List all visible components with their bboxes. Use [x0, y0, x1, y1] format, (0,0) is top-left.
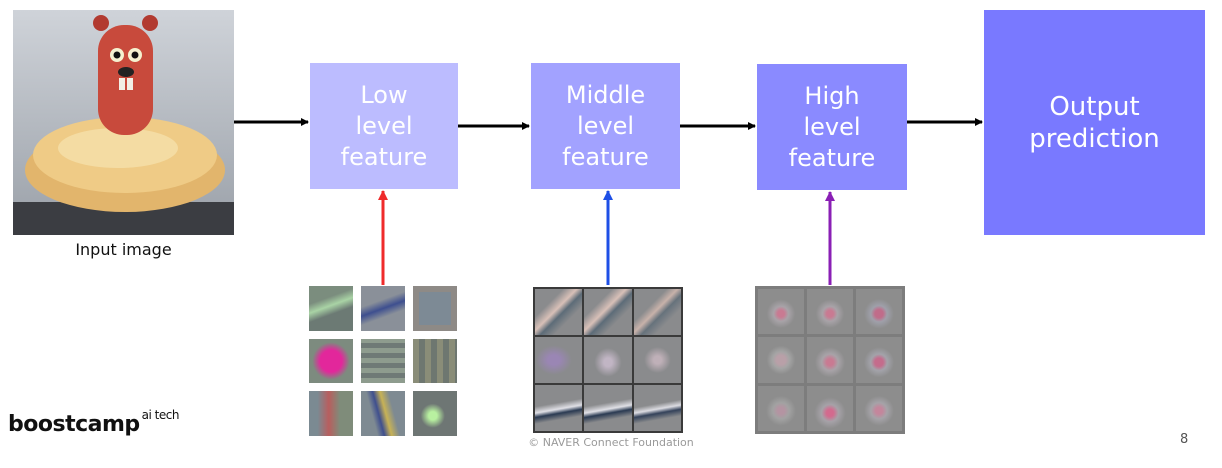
output-prediction-box: Output prediction [984, 10, 1205, 235]
low-filter-tile [413, 286, 457, 331]
low-filter-tile [309, 391, 353, 436]
middle-box-line-3: feature [562, 142, 649, 171]
copyright-footer: © NAVER Connect Foundation [528, 436, 694, 449]
high-filter-tile [807, 385, 853, 431]
middle-filter-tile [584, 289, 632, 335]
low-level-filters-grid [309, 286, 457, 436]
low-filter-tile [413, 338, 457, 384]
high-box-line-2: level [803, 112, 861, 141]
low-filter-tile [361, 338, 405, 384]
high-level-filters-grid [755, 286, 905, 434]
middle-filter-tile [535, 289, 583, 335]
high-level-feature-box: High level feature [757, 64, 907, 190]
output-box-line-2: prediction [1029, 123, 1160, 154]
middle-filter-tile [633, 385, 681, 431]
high-filter-tile [758, 289, 804, 335]
low-box-line-2: level [355, 111, 413, 140]
high-filter-tile [807, 337, 853, 383]
low-filter-tile [413, 391, 457, 436]
middle-box-line-2: level [576, 111, 635, 140]
middle-filter-tile [584, 385, 632, 431]
logo-main-text: boostcamp [8, 412, 140, 437]
high-filter-tile [856, 385, 902, 431]
output-box-line-1: Output [1049, 91, 1140, 122]
middle-filter-tile [633, 289, 681, 335]
middle-filter-tile [535, 385, 583, 431]
middle-filter-tile [584, 337, 632, 383]
high-filter-tile [856, 289, 902, 335]
high-filter-tile [856, 337, 902, 383]
low-filter-tile [361, 391, 405, 436]
page-number: 8 [1180, 432, 1189, 447]
low-level-feature-box: Low level feature [310, 63, 458, 189]
low-filter-tile [309, 338, 353, 384]
middle-filter-tile [535, 337, 583, 383]
low-box-line-3: feature [340, 142, 428, 171]
input-image-caption: Input image [75, 240, 172, 259]
middle-box-line-1: Middle [565, 80, 646, 109]
low-filter-tile [309, 286, 353, 331]
high-filter-tile [758, 385, 804, 431]
middle-level-filters-grid [533, 287, 683, 433]
high-box-line-3: feature [788, 143, 876, 172]
high-filter-tile [807, 289, 853, 335]
high-filter-tile [758, 337, 804, 383]
input-image [13, 10, 234, 235]
middle-level-feature-box: Middle level feature [531, 63, 680, 189]
high-box-line-1: High [804, 81, 860, 110]
logo-sup-text: ai tech [141, 408, 180, 422]
middle-filter-tile [633, 337, 681, 383]
low-filter-tile [361, 286, 405, 331]
low-box-line-1: Low [360, 80, 408, 109]
